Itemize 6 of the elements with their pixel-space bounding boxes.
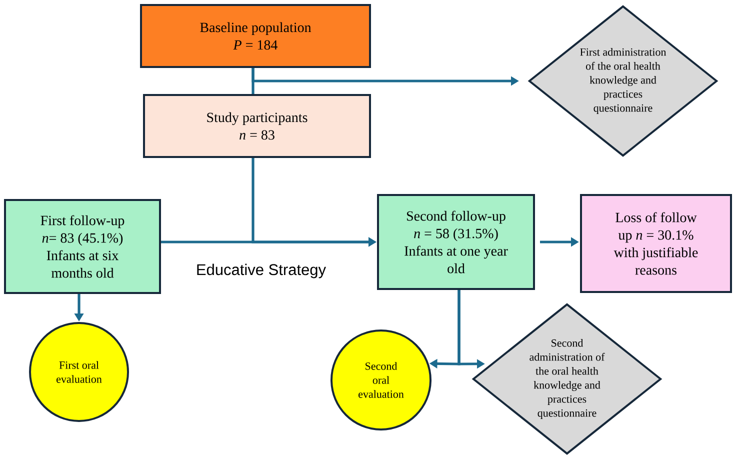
process-box: Second follow-up n = 58 (31.5%) Infants at one year old: [377, 194, 535, 290]
process-box: Loss of follow up n = 30.1% with justifiable reasons: [580, 194, 732, 293]
text-label: Educative Strategy: [197, 264, 326, 278]
process-box: Study participants n = 83: [143, 94, 371, 158]
process-box: Baseline population P = 184: [140, 4, 371, 68]
process-box: First follow-up n= 83 (45.1%) Infants at six months old: [4, 199, 161, 294]
